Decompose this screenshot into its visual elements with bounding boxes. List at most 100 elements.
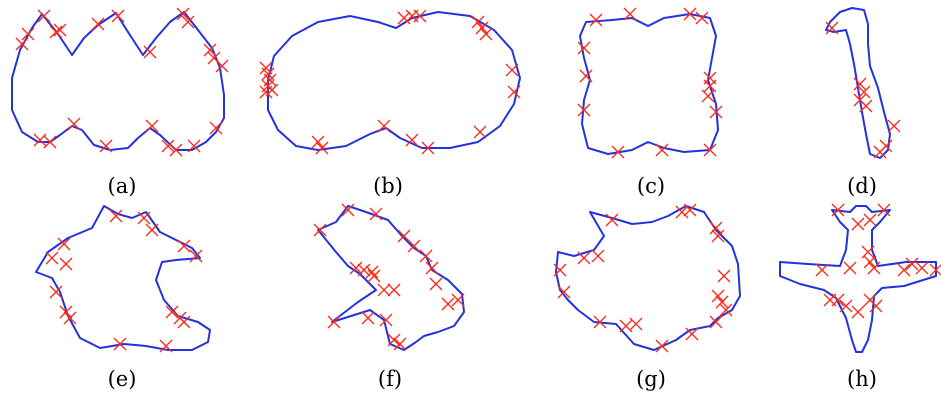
panel-a-marker (215, 59, 229, 73)
panel-f: (f) (313, 203, 465, 391)
panel-f-marker (379, 313, 393, 327)
panel-a-marker (49, 25, 63, 39)
panel-e-marker (45, 251, 59, 265)
panel-b-marker (413, 9, 427, 23)
panel-g-contour (555, 205, 741, 351)
panel-g-marker (715, 295, 729, 309)
panel-d-marker (853, 77, 867, 91)
panel-c-marker (703, 143, 717, 157)
panel-b-marker (505, 63, 519, 77)
panel-g-marker (591, 249, 605, 263)
panel-f-marker (341, 203, 355, 217)
panel-c-caption: (c) (637, 174, 665, 198)
panel-b-marker (397, 11, 411, 25)
panel-e-marker (49, 285, 63, 299)
panel-f-marker (451, 293, 465, 307)
panel-f-markers (313, 203, 465, 351)
panel-e-marker (59, 305, 73, 319)
panel-h-marker (869, 299, 883, 313)
panel-c-markers (577, 7, 723, 159)
panel-g-markers (553, 203, 733, 353)
panel-g-marker (717, 269, 731, 283)
panel-a-marker (15, 37, 29, 51)
panel-f-marker (425, 261, 439, 275)
panel-b: (b) (259, 9, 521, 198)
panel-b-marker (475, 21, 489, 35)
panel-f-marker (369, 207, 383, 221)
panel-f-marker (429, 277, 443, 291)
panel-f-marker (377, 283, 391, 297)
panel-g-marker (683, 203, 697, 217)
panel-f-marker (407, 239, 421, 253)
panel-e-marker (109, 209, 123, 223)
panel-e-marker (159, 339, 173, 353)
panel-h-marker (897, 263, 911, 277)
panel-d-markers (825, 21, 901, 159)
panel-f-marker (313, 223, 327, 237)
panel-c-marker (577, 41, 591, 55)
panel-b-marker (377, 119, 391, 133)
panel-a-marker (111, 9, 125, 23)
panel-g-marker (709, 315, 723, 329)
panel-f-marker (365, 265, 379, 279)
panel-b-caption: (b) (373, 174, 403, 198)
panel-c-marker (655, 143, 669, 157)
panel-d: (d) (825, 7, 901, 198)
panel-g-marker (719, 303, 733, 317)
panel-f-marker (419, 249, 433, 263)
panel-a-caption: (a) (108, 174, 137, 198)
panel-h-markers (815, 203, 941, 319)
panel-c-marker (589, 13, 603, 27)
panel-b-marker (473, 125, 487, 139)
panel-e-markers (45, 209, 203, 353)
panel-h-marker (915, 261, 929, 275)
panel-a-marker (91, 17, 105, 31)
panel-h-marker (831, 293, 845, 307)
panel-h-marker (929, 263, 941, 277)
panel-g-marker (557, 285, 571, 299)
panel-b-marker (259, 85, 273, 99)
panel-g-marker (675, 205, 689, 219)
panel-h: (h) (779, 203, 941, 391)
panel-d-marker (859, 99, 873, 113)
panel-a-marker (67, 117, 81, 131)
panel-f-marker (357, 263, 371, 277)
panel-e-marker (145, 223, 159, 237)
panel-b-marker (315, 141, 329, 155)
panel-f-marker (387, 333, 401, 347)
panel-a-markers (15, 7, 229, 157)
panel-h-marker (843, 261, 857, 275)
panel-f-marker (327, 315, 341, 329)
panel-a-marker (143, 45, 157, 59)
panel-a: (a) (11, 7, 229, 198)
panel-g-caption: (g) (636, 367, 666, 391)
panel-b-marker (405, 133, 419, 147)
panel-e: (e) (35, 205, 211, 391)
panel-f-contour (317, 205, 465, 351)
panel-g: (g) (553, 203, 741, 391)
panel-h-contour (779, 205, 937, 353)
panel-h-marker (863, 255, 877, 269)
panel-h-marker (877, 203, 891, 217)
panel-b-marker (311, 135, 325, 149)
panel-f-marker (367, 269, 381, 283)
panel-g-marker (711, 229, 725, 243)
panel-e-marker (57, 237, 71, 251)
panel-a-marker (169, 143, 183, 157)
panel-h-caption: (h) (847, 367, 877, 391)
panel-h-marker (863, 213, 877, 227)
panel-h-marker (851, 217, 865, 231)
panel-b-contour (267, 11, 521, 151)
panel-c-marker (709, 105, 723, 119)
panel-g-marker (709, 221, 723, 235)
panel-b-markers (259, 9, 521, 155)
panel-c-marker (703, 79, 717, 93)
panel-e-marker (137, 211, 151, 225)
panel-f-marker (387, 283, 401, 297)
panel-a-marker (209, 121, 223, 135)
panel-b-marker (471, 15, 485, 29)
panel-e-marker (177, 315, 191, 329)
panel-a-marker (145, 119, 159, 133)
panel-h-marker (905, 257, 919, 271)
